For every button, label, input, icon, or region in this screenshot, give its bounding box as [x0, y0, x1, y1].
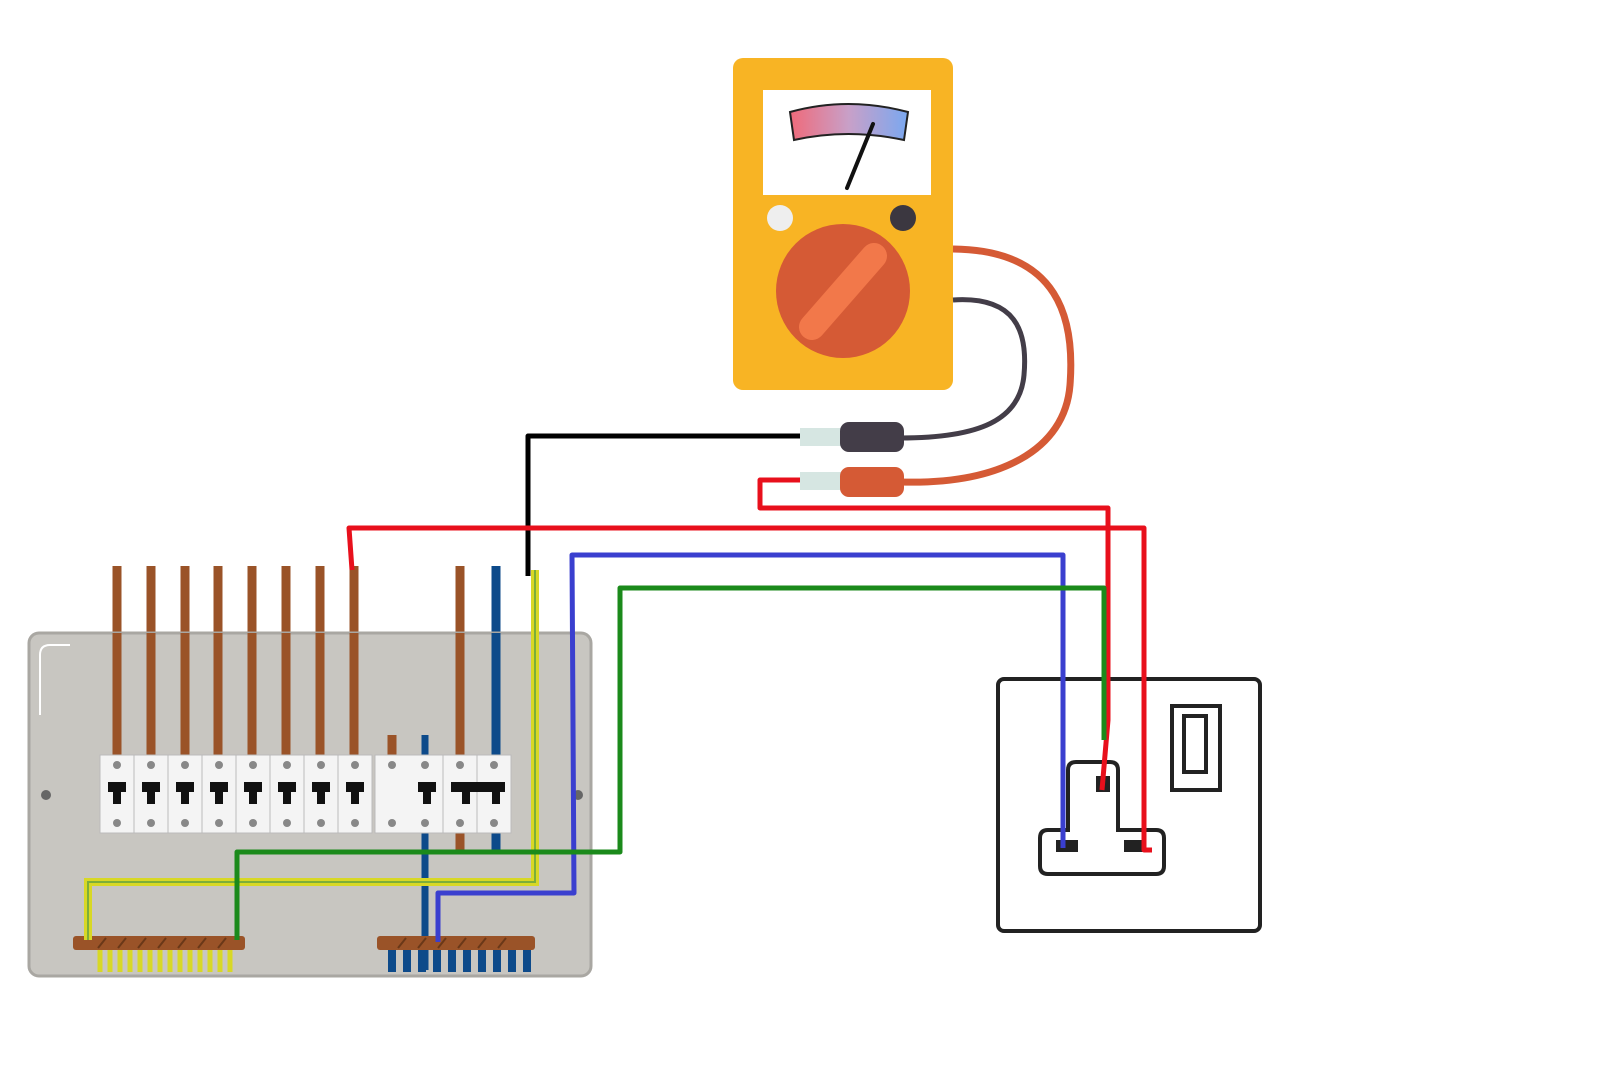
- red-probe[interactable]: [800, 467, 904, 497]
- breaker-screws: [113, 761, 498, 827]
- socket-switch-rocker-icon: [1182, 714, 1208, 774]
- socket-neutral-pin-icon: [1056, 840, 1078, 852]
- red-wire-probe: [757, 477, 1111, 791]
- red-probe-handle: [840, 467, 904, 497]
- earth-bar: [73, 936, 245, 972]
- test-wires: [234, 433, 1152, 942]
- terminal-common-icon: [767, 205, 793, 231]
- black-probe-lead: [899, 297, 1028, 441]
- single-socket-outlet: [996, 677, 1262, 933]
- red-probe-tip: [800, 472, 842, 490]
- blue-wire-neutral: [435, 552, 1066, 942]
- panel-screw-left-icon: [41, 790, 51, 800]
- earth-conductor-stripe: [87, 570, 536, 940]
- neutral-bar: [377, 936, 535, 972]
- neutral-terminal-bar: [377, 936, 535, 950]
- probe-leads: [899, 245, 1075, 486]
- terminal-positive-icon: [890, 205, 916, 231]
- multimeter: [733, 58, 953, 390]
- black-probe[interactable]: [800, 422, 904, 452]
- rotary-selector-pointer-icon: [799, 243, 887, 340]
- meter-scale-arc: [788, 103, 910, 142]
- red-wire-live: [346, 525, 1152, 853]
- meter-needle-icon: [845, 122, 875, 190]
- red-probe-lead: [899, 245, 1075, 486]
- socket-live-pin-icon: [1124, 840, 1146, 852]
- earth-terminal-bar: [73, 936, 245, 950]
- rcd-breaker[interactable]: [374, 754, 444, 834]
- green-wire-earth: [234, 585, 1107, 940]
- black-probe-tip: [800, 428, 842, 446]
- breaker-row: [99, 754, 512, 834]
- black-probe-handle: [840, 422, 904, 452]
- breaker-toggles: [108, 782, 505, 804]
- consumer-unit: [27, 566, 593, 978]
- panel-corner-mark: [39, 644, 70, 715]
